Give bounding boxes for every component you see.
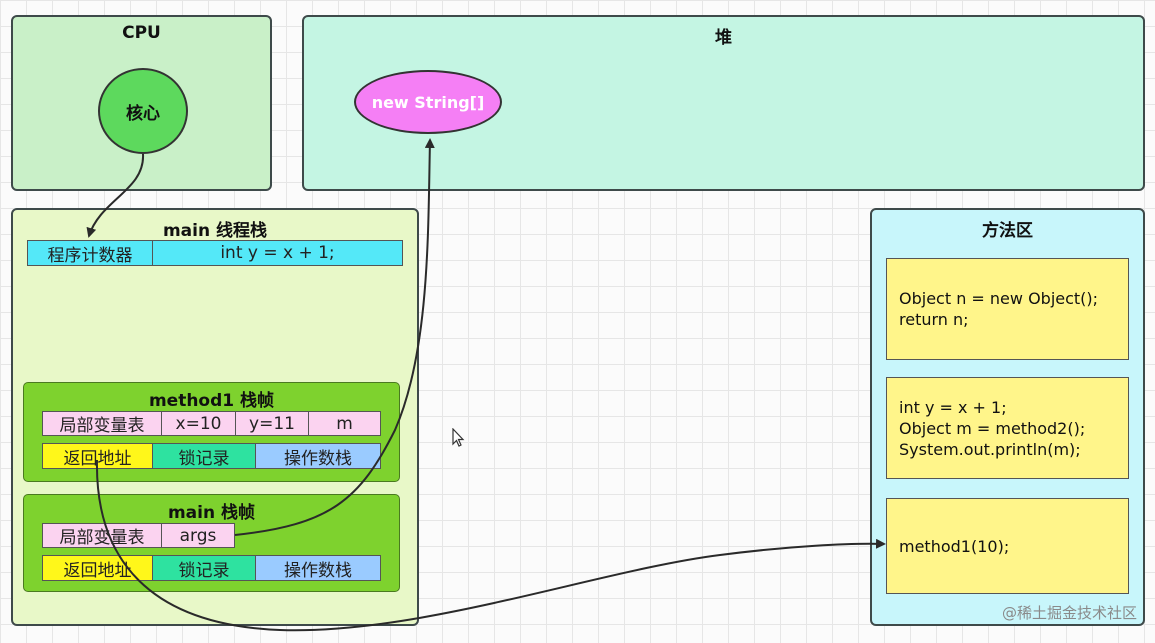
code-line: System.out.println(m); <box>899 439 1081 459</box>
operand-stack-cell: 操作数栈 <box>255 443 381 469</box>
cpu-core-node: 核心 <box>98 68 188 154</box>
method-area-title: 方法区 <box>982 221 1033 241</box>
code-line: int y = x + 1; <box>899 397 1007 417</box>
watermark: @稀土掘金技术社区 <box>1001 604 1137 622</box>
heap-object-node: new String[] <box>354 70 502 134</box>
args-to-heap-object-arrow <box>234 138 435 536</box>
local-variable-table-label: 局部变量表 <box>42 411 162 436</box>
method1-frame-title: method1 栈帧 <box>148 391 275 411</box>
code-line: method1(10); <box>899 536 1010 556</box>
local-variable-table-label: 局部变量表 <box>42 523 162 548</box>
cpu-title: CPU <box>122 23 161 43</box>
method2-code-block: Object n = new Object(); return n; <box>886 258 1129 360</box>
main-code-block: method1(10); <box>886 498 1129 594</box>
return-address-cell: 返回地址 <box>42 443 153 469</box>
heap-title: 堆 <box>715 28 732 48</box>
local-slot-args: args <box>161 523 235 548</box>
return-address-to-code-arrow <box>95 459 886 632</box>
operand-stack-cell: 操作数栈 <box>255 555 381 581</box>
thread-stack-title: main 线程栈 <box>162 221 268 241</box>
main-frame-title: main 栈帧 <box>167 503 256 523</box>
program-counter-value: int y = x + 1; <box>152 240 403 266</box>
program-counter-label: 程序计数器 <box>27 240 153 266</box>
local-slot-x: x=10 <box>161 411 236 436</box>
local-slot-m: m <box>308 411 381 436</box>
mouse-cursor-icon <box>452 428 465 447</box>
method1-code-block: int y = x + 1; Object m = method2(); Sys… <box>886 377 1129 479</box>
code-line: Object m = method2(); <box>899 418 1086 438</box>
code-line: return n; <box>899 310 969 329</box>
core-to-program-counter-arrow <box>86 153 145 238</box>
code-line: Object n = new Object(); <box>899 289 1099 308</box>
local-slot-y: y=11 <box>235 411 309 436</box>
return-address-cell: 返回地址 <box>42 555 153 581</box>
